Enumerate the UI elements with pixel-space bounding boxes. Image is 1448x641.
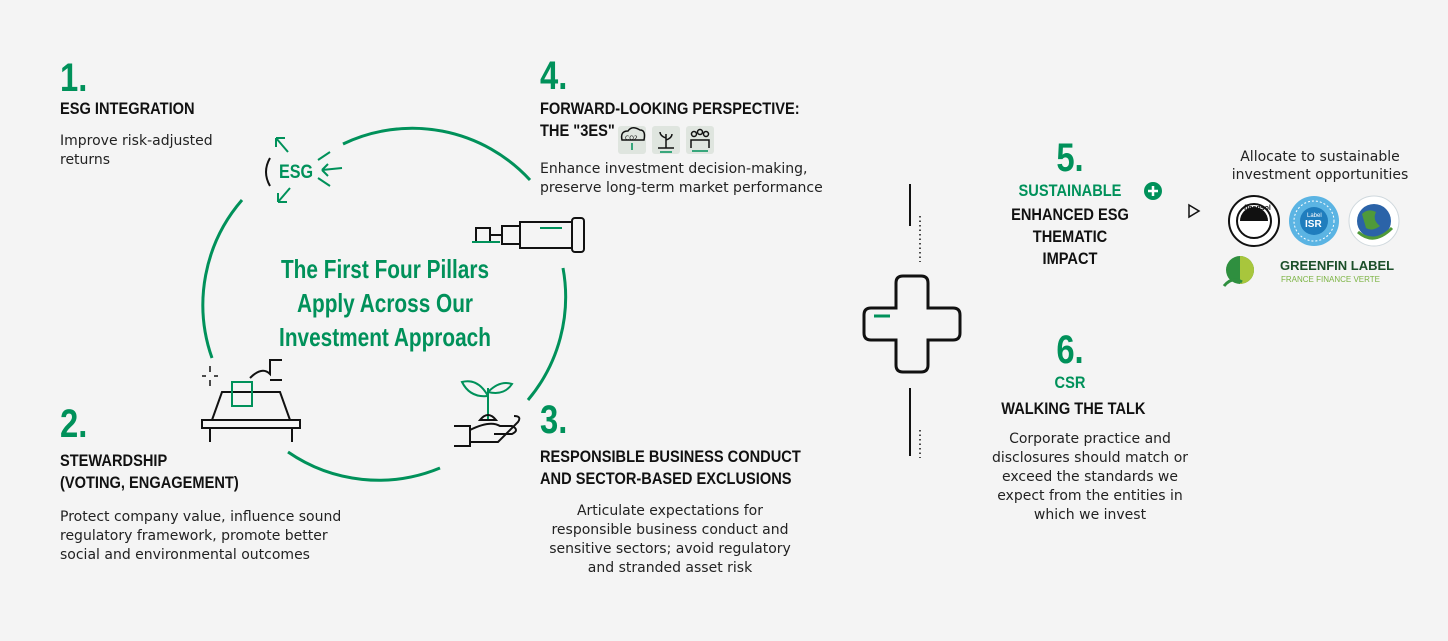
pillar4-text-line: preserve long-term market performance: [540, 180, 823, 196]
pillar4-heading-line: THE "3ES": [540, 121, 615, 140]
pillar1-text: Improve risk-adjusted returns: [60, 132, 213, 170]
pillar6-text-line: expect from the entities in: [997, 488, 1183, 504]
globe-logo: [1348, 195, 1400, 247]
pillar3-heading: RESPONSIBLE BUSINESS CONDUCT AND SECTOR-…: [540, 446, 801, 490]
pillar4-heading-line: FORWARD-LOOKING PERSPECTIVE:: [540, 99, 800, 118]
pillar3-text-line: Articulate expectations for: [576, 503, 764, 519]
co2-label: CO2: [625, 135, 638, 142]
pillar5-lines: ENHANCED ESG THEMATIC IMPACT: [1001, 204, 1139, 270]
cycle-arc-bottom: [287, 450, 441, 482]
pillar6-text-line: Corporate practice and: [1009, 431, 1171, 447]
pillar4-heading: FORWARD-LOOKING PERSPECTIVE: THE "3ES": [540, 98, 800, 142]
pillar2-heading-line: (VOTING, ENGAGEMENT): [60, 473, 239, 492]
pillar6-text: Corporate practice and disclosures shoul…: [960, 430, 1220, 525]
pillar2-text-line: social and environmental outcomes: [60, 547, 310, 563]
esg-icon-text: ESG: [279, 161, 313, 183]
pillar2-heading: STEWARDSHIP (VOTING, ENGAGEMENT): [60, 450, 239, 494]
pillar2-text: Protect company value, influence sound r…: [60, 508, 341, 565]
cycle-arc-right: [526, 267, 568, 401]
pillar1-text-line: Improve risk-adjusted: [60, 133, 213, 149]
sustainable-plus-icon: [1144, 182, 1162, 200]
allocate-text: Allocate to sustainable investment oppor…: [1205, 148, 1435, 184]
greenfin-logo: GREENFIN LABEL FRANCE FINANCE VERTE: [1222, 256, 1394, 287]
divider-bottom: [909, 388, 921, 458]
greenfin-sub-text: FRANCE FINANCE VERTE: [1281, 275, 1380, 284]
pillar3-text-line: and stranded asset risk: [587, 560, 753, 576]
pillar6-text-line: exceed the standards we: [1002, 469, 1178, 485]
center-title-line: The First Four Pillars: [280, 254, 490, 284]
pillar5-line: ENHANCED ESG: [1011, 205, 1129, 224]
isr-text: ISR: [1305, 219, 1322, 230]
telescope-icon: [472, 217, 585, 253]
finansol-logo: finansol: [1228, 195, 1280, 247]
divider-top: [909, 184, 921, 262]
pillar6-heading: CSR: [1054, 373, 1086, 392]
pillar3-text-line: sensitive sectors; avoid regulatory: [549, 541, 791, 557]
cycle-arc-top: [342, 126, 532, 182]
pillar5-number: 5.: [1056, 136, 1084, 180]
pillar4-text: Enhance investment decision-making, pres…: [540, 160, 823, 198]
crops-icon: [652, 126, 680, 154]
center-title-line: Apply Across Our: [296, 288, 474, 318]
pillar3-text: Articulate expectations for responsible …: [540, 502, 800, 578]
pillar6-text-line: which we invest: [1033, 507, 1147, 523]
pillar5-line: IMPACT: [1042, 249, 1098, 268]
pillar2-text-line: Protect company value, influence sound: [60, 509, 342, 525]
pillar5-line: THEMATIC: [1032, 227, 1108, 246]
pillar3-number: 3.: [540, 398, 568, 442]
pillar3-text-line: responsible business conduct and: [551, 522, 789, 538]
pillar5-heading: SUSTAINABLE: [1018, 181, 1122, 200]
center-title: The First Four Pillars Apply Across Our …: [277, 252, 493, 354]
finansol-text: finansol: [1244, 205, 1271, 212]
isr-label-logo: Label ISR: [1289, 196, 1339, 246]
pillar6-text-line: disclosures should match or: [991, 450, 1189, 466]
cycle-arc-left: [201, 199, 244, 359]
center-title-line: Investment Approach: [279, 322, 491, 352]
pillar3-heading-line: RESPONSIBLE BUSINESS CONDUCT: [540, 447, 801, 466]
pillar2-text-line: regulatory framework, promote better: [60, 528, 328, 544]
pillar1-number: 1.: [60, 56, 88, 100]
ballot-box-icon: [201, 359, 301, 442]
pillar6-number: 6.: [1056, 328, 1084, 372]
plant-in-hand-icon: [454, 380, 521, 447]
esg-arrows-icon: ESG: [265, 137, 343, 203]
allocate-text-line: Allocate to sustainable: [1240, 149, 1400, 165]
greenfin-text: GREENFIN LABEL: [1280, 258, 1394, 273]
allocate-text-line: investment opportunities: [1231, 167, 1409, 183]
isr-top-text: Label: [1307, 213, 1322, 219]
triangle-right-icon: [1188, 203, 1201, 219]
pillar4-number: 4.: [540, 54, 568, 98]
people-icon: [686, 126, 714, 154]
pillar2-heading-line: STEWARDSHIP: [60, 451, 168, 470]
pillar2-number: 2.: [60, 402, 88, 446]
pillar6-subheading: WALKING THE TALK: [1001, 399, 1146, 418]
pillar1-heading: ESG INTEGRATION: [60, 99, 195, 118]
co2-cloud-icon: CO2: [618, 126, 646, 154]
pillar3-heading-line: AND SECTOR-BASED EXCLUSIONS: [540, 469, 792, 488]
pillar1-text-line: returns: [60, 152, 111, 168]
plus-sign-icon: [862, 274, 962, 374]
pillar4-text-line: Enhance investment decision-making,: [540, 161, 808, 177]
